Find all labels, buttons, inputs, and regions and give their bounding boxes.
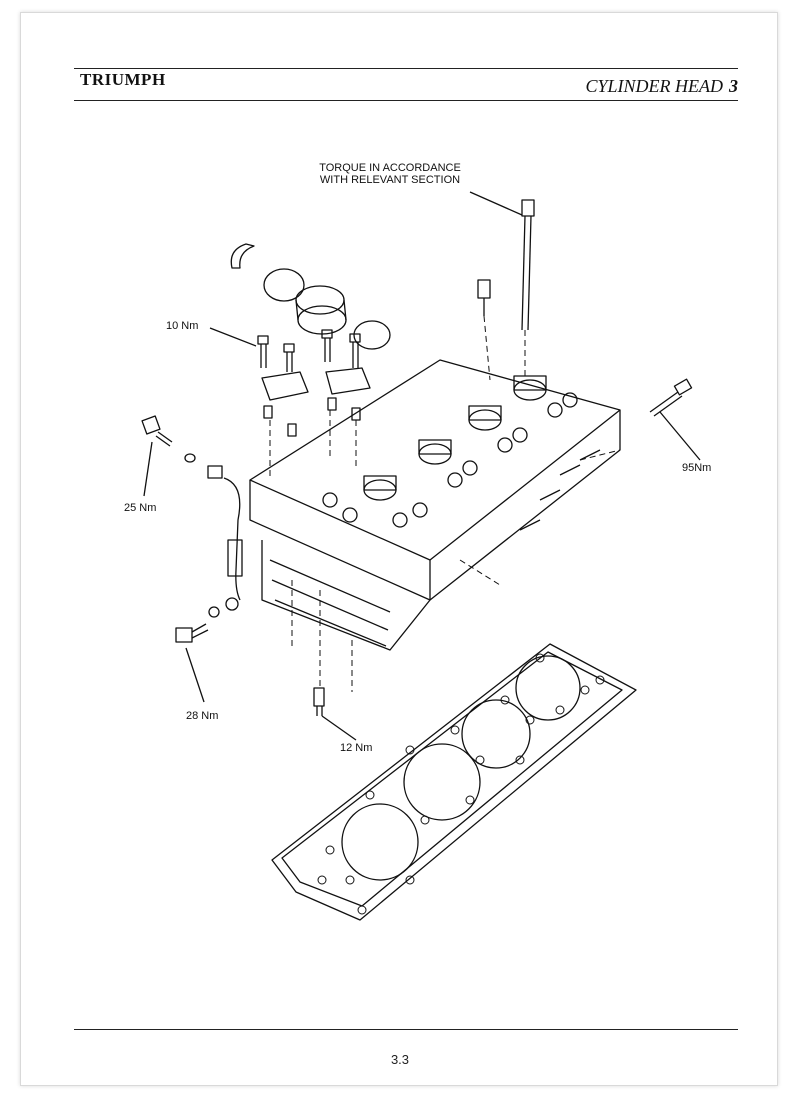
callout-95nm: 95Nm: [682, 462, 712, 474]
header-underline: [74, 100, 738, 101]
bolt-95nm: [649, 378, 693, 417]
leader-28nm: [185, 647, 205, 703]
callout-12nm: 12 Nm: [340, 742, 373, 754]
leader-25nm: [143, 441, 153, 497]
callout-25nm: 25 Nm: [124, 502, 157, 514]
dowel: [263, 405, 273, 419]
gasket-holes: [317, 653, 605, 915]
second-clamp: [353, 320, 391, 350]
cam-cap-left: [261, 371, 309, 401]
section-title-text: CYLINDER HEAD: [585, 76, 723, 96]
cam-cap-right: [325, 367, 371, 395]
bolt-28nm: [175, 623, 209, 643]
brand-logo: TRIUMPH: [80, 70, 166, 89]
cam-cap-bolts: [257, 329, 361, 372]
header-rule: [74, 68, 738, 69]
torque-note-line1: TORQUE IN ACCORDANCE: [319, 162, 461, 174]
long-head-bolt: [521, 199, 535, 331]
leader-12nm: [321, 715, 357, 741]
torque-note: TORQUE IN ACCORDANCE WITH RELEVANT SECTI…: [300, 162, 480, 186]
bolt-25nm: [141, 415, 223, 479]
oil-feed-pipe: [223, 477, 241, 601]
page-number: 3.3: [390, 1052, 410, 1067]
callout-28nm: 28 Nm: [186, 710, 219, 722]
assembly-lines: [269, 315, 621, 692]
temperature-sensor: [477, 279, 491, 316]
exhaust-studs: [519, 449, 601, 531]
chapter-number: 3: [729, 76, 738, 96]
half-shell: [230, 243, 255, 269]
intake-rubber: [295, 285, 347, 335]
head-gasket: [271, 643, 637, 921]
torque-note-line2: WITH RELEVANT SECTION: [319, 174, 461, 186]
hose-clamp: [263, 268, 305, 302]
torque-note-leader: [469, 191, 523, 216]
oil-pipe-sleeve: [227, 539, 243, 577]
cylinder-head-body: [249, 359, 621, 651]
manual-page: [20, 12, 778, 1086]
bolt-12nm: [313, 687, 325, 716]
leader-10nm: [209, 327, 257, 347]
callout-10nm: 10 Nm: [166, 320, 199, 332]
leader-95nm: [659, 411, 701, 461]
section-title: CYLINDER HEAD 3: [585, 76, 738, 97]
footer-rule: [74, 1029, 738, 1030]
